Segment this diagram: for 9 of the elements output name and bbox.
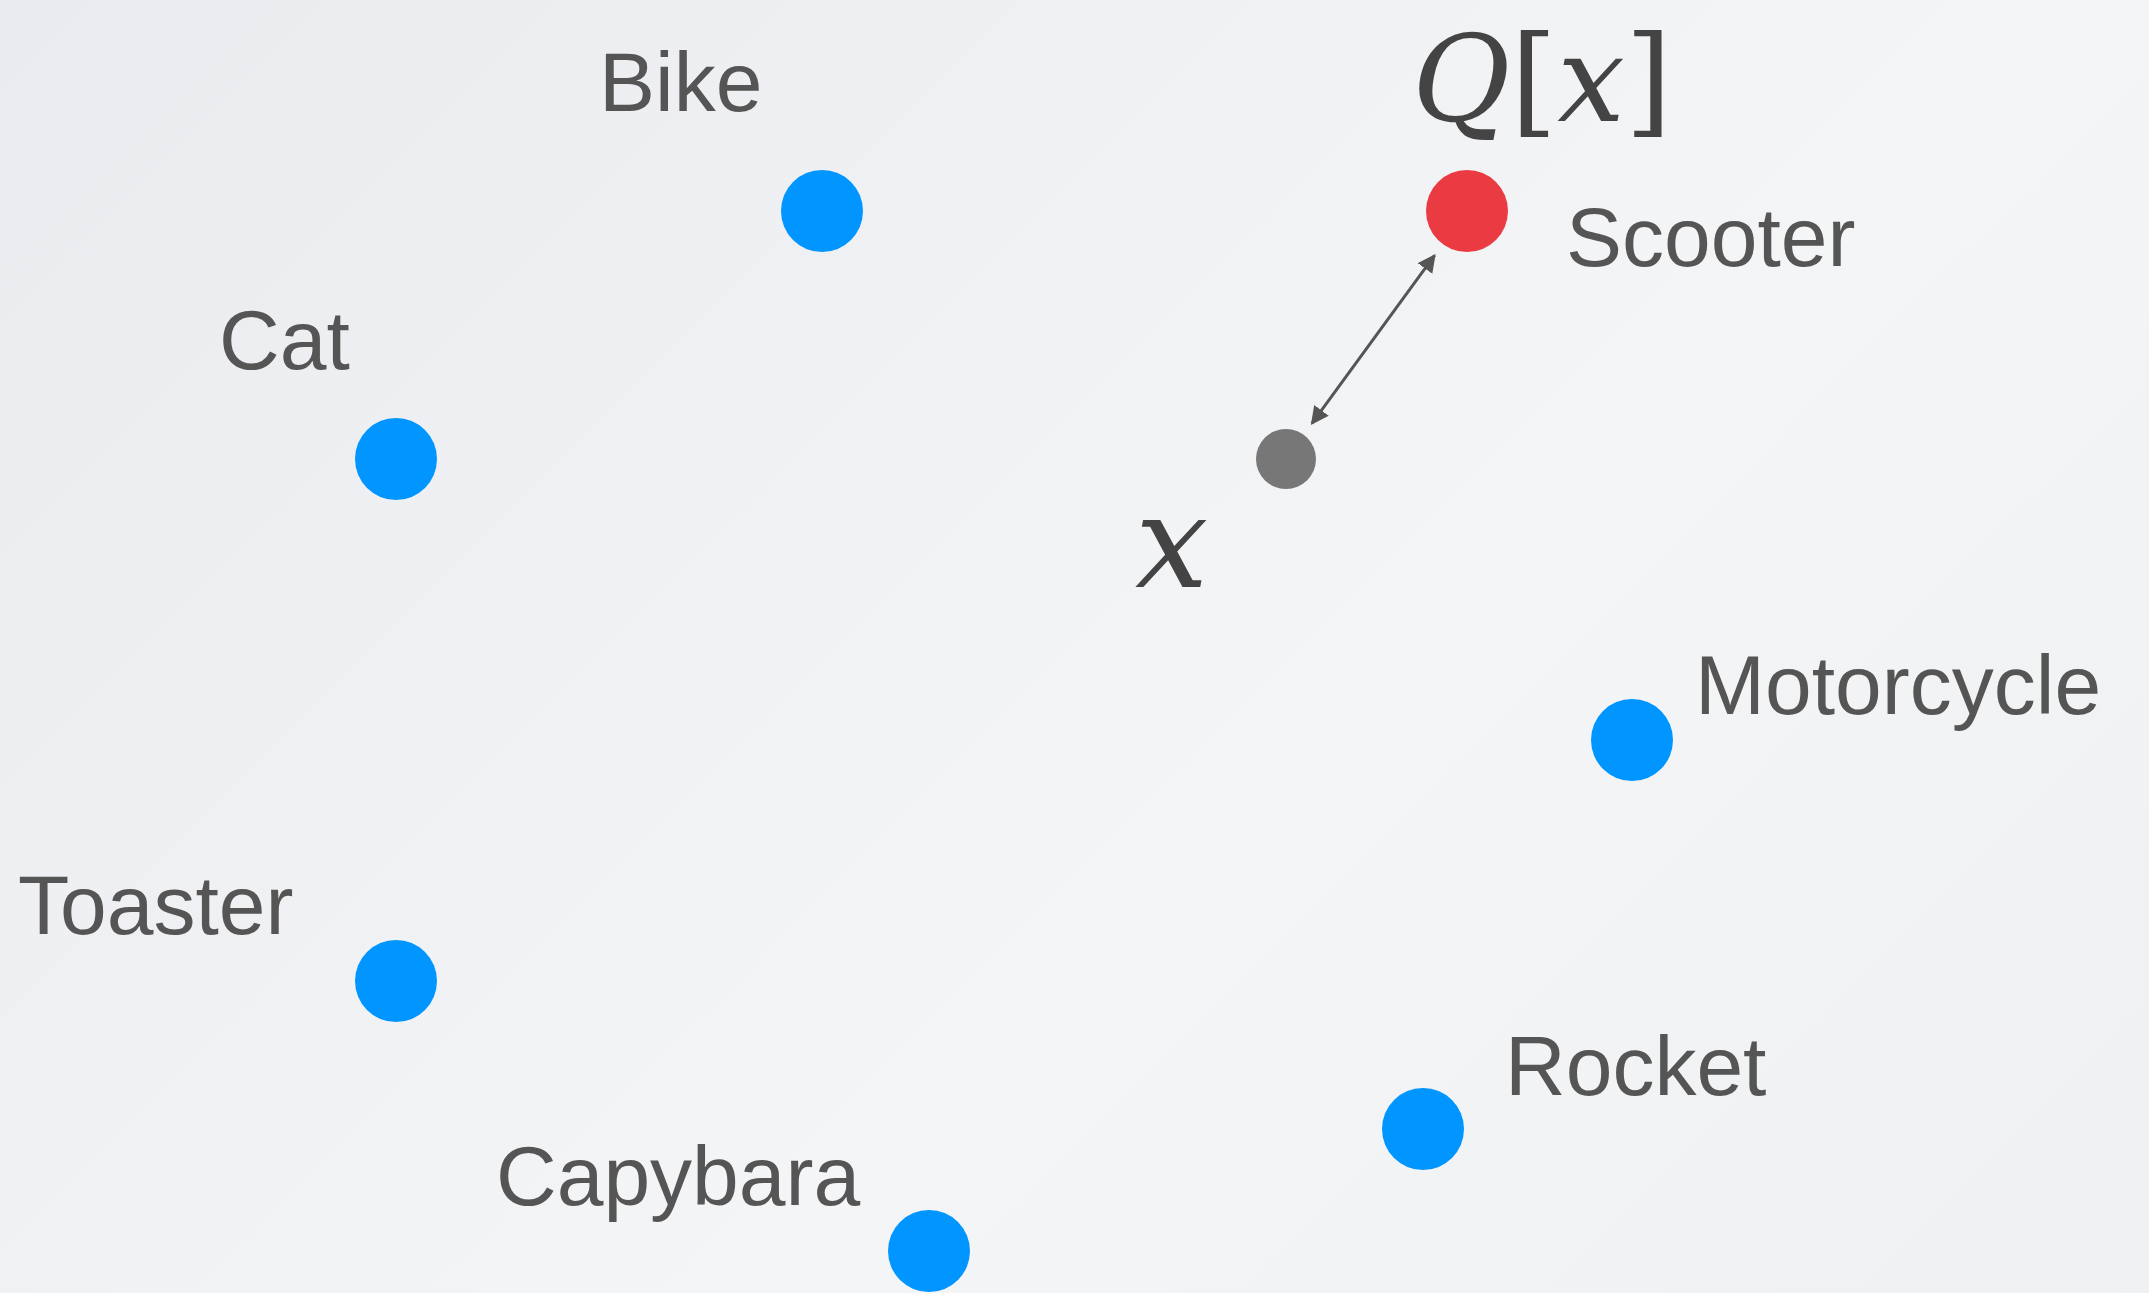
point-label: Rocket bbox=[1505, 1023, 1767, 1108]
double-arrow bbox=[1310, 253, 1436, 425]
point-dot bbox=[1256, 429, 1316, 489]
math-label: Q[x] bbox=[1412, 19, 1672, 140]
point-label: Toaster bbox=[18, 862, 294, 947]
point-label: Scooter bbox=[1566, 194, 1856, 279]
point-label: Cat bbox=[219, 297, 350, 382]
point-label: Bike bbox=[599, 39, 763, 124]
math-label: x bbox=[1135, 477, 1209, 608]
